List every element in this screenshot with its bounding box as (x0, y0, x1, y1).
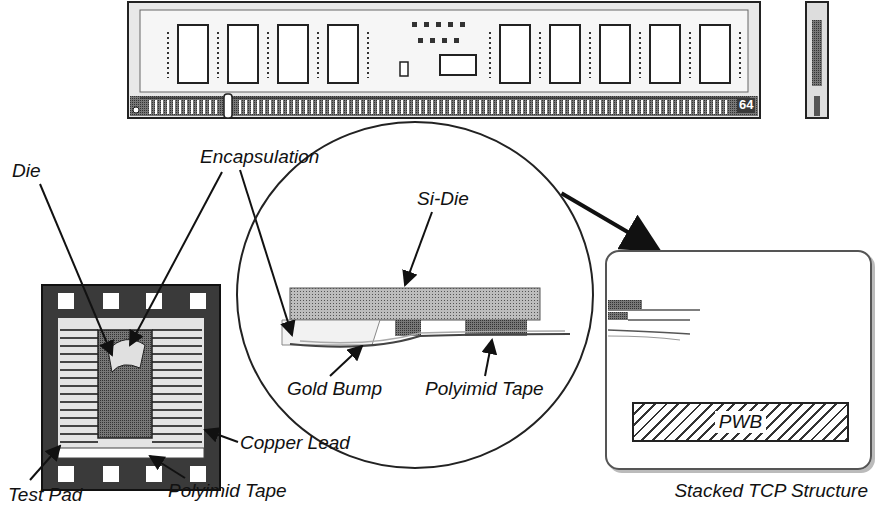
pin-number: 64 (737, 98, 755, 113)
part-label: Copper Lead (240, 432, 350, 454)
part-label: Si-Die (417, 188, 469, 210)
memory-module (128, 2, 760, 118)
zoom-circle: Si-DieGold Bump Polyimid Tape (235, 120, 595, 470)
tcp-package (42, 285, 220, 490)
tcp-cross-section (282, 288, 570, 347)
circle-outline (235, 120, 595, 470)
part-label: Gold Bump (287, 378, 382, 400)
part-label: Polyimid Tape (168, 480, 287, 502)
stacked-tcp (608, 300, 700, 340)
part-label: Encapsulation (200, 146, 319, 168)
leader-lines (30, 170, 492, 480)
caption-label: Stacked TCP Structure (674, 480, 868, 502)
board-label: PWB (715, 411, 766, 433)
module-side-view (806, 2, 828, 118)
pwb-board: PWB (632, 402, 849, 442)
detail-box: Stacked TCP StructurePWB (605, 250, 872, 470)
part-label: Polyimid Tape (425, 378, 544, 400)
part-label: Die (12, 160, 41, 182)
part-label: Test Pad (8, 484, 82, 506)
